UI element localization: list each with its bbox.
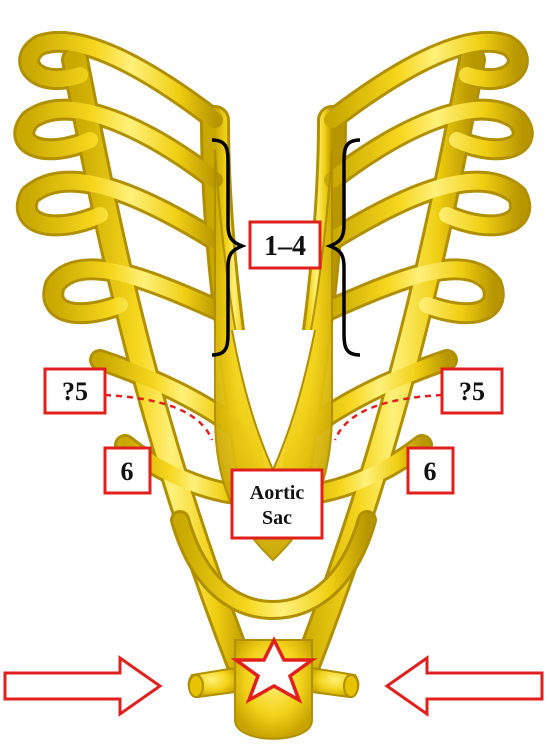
right-hollow-arrow-icon: [387, 658, 542, 714]
svg-text:Sac: Sac: [262, 507, 292, 529]
svg-text:1–4: 1–4: [264, 231, 306, 262]
left-hollow-arrow-icon: [5, 658, 160, 714]
label-arches-1-4: 1–4: [250, 222, 320, 268]
svg-text:?5: ?5: [459, 377, 485, 406]
label-right-6: 6: [408, 448, 453, 493]
svg-text:Aortic: Aortic: [250, 482, 305, 504]
svg-text:6: 6: [424, 457, 437, 486]
label-aortic-sac: Aortic Sac: [232, 470, 322, 538]
right-stub-end: [344, 675, 358, 697]
svg-text:?5: ?5: [62, 377, 88, 406]
label-right-5: ?5: [442, 369, 502, 413]
svg-text:6: 6: [121, 457, 134, 486]
label-left-5: ?5: [45, 369, 105, 413]
left-stub-end: [189, 675, 203, 697]
label-left-6: 6: [105, 448, 150, 493]
